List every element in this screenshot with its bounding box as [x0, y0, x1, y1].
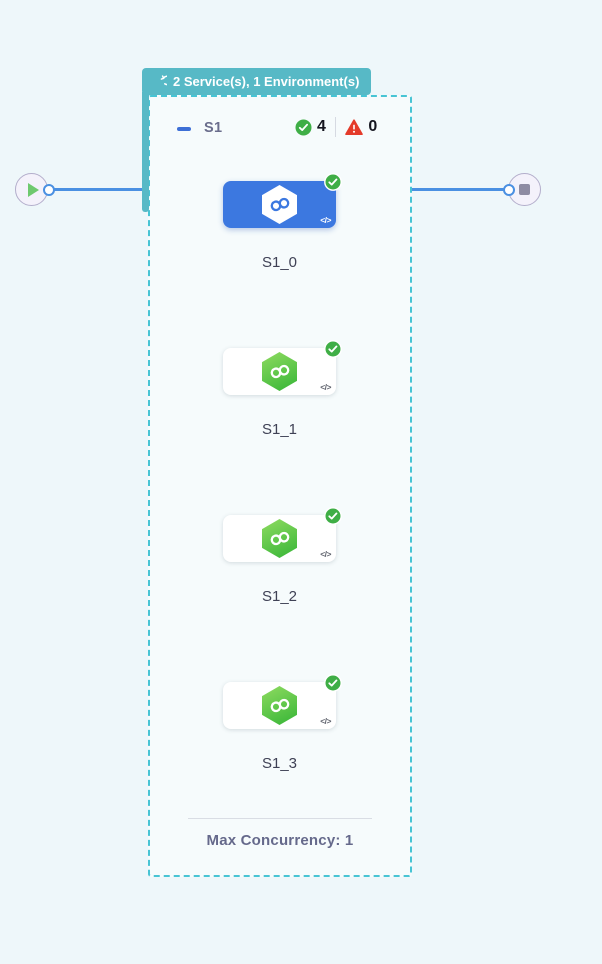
harness-service-icon	[262, 185, 297, 224]
connector-line-right	[412, 188, 506, 191]
success-count: 4	[317, 118, 326, 135]
minus-icon	[177, 127, 191, 131]
stage-accent-bar	[142, 92, 149, 212]
node-label-s1-0: S1_0	[261, 254, 298, 271]
code-icon: </>	[320, 716, 331, 726]
max-concurrency-label: Max Concurrency: 1	[206, 832, 354, 849]
stage-services-label: 2 Service(s), 1 Environment(s)	[173, 74, 360, 89]
harness-service-icon	[262, 519, 297, 558]
stop-icon	[519, 184, 530, 195]
warning-icon	[345, 118, 364, 135]
code-icon: </>	[320, 382, 331, 392]
service-node-s1-2[interactable]: </>	[223, 507, 342, 562]
success-badge-icon	[324, 173, 342, 191]
code-icon: </>	[320, 215, 331, 225]
stage-services-badge[interactable]: 2 Service(s), 1 Environment(s)	[142, 68, 372, 95]
success-badge-icon	[324, 507, 342, 525]
harness-service-icon	[262, 352, 297, 391]
harness-service-icon	[262, 686, 297, 725]
node-label-s1-1: S1_1	[261, 421, 298, 438]
success-icon	[295, 119, 312, 135]
footer-divider	[188, 818, 372, 819]
service-node-s1-0[interactable]: </>	[223, 173, 342, 228]
stage-group-container	[148, 95, 412, 877]
play-icon	[27, 182, 39, 197]
success-badge-icon	[324, 340, 342, 358]
node-label-s1-2: S1_2	[261, 588, 298, 605]
node-label-s1-3: S1_3	[261, 755, 298, 772]
collapse-stage-button[interactable]	[173, 120, 195, 138]
loop-icon	[151, 74, 167, 89]
service-node-s1-1[interactable]: </>	[223, 340, 342, 395]
end-port	[503, 184, 515, 196]
success-badge-icon	[324, 674, 342, 692]
error-count: 0	[368, 118, 378, 135]
start-port	[43, 184, 55, 196]
start-node[interactable]	[15, 173, 48, 206]
status-divider	[334, 117, 337, 137]
stage-status-summary: 4 0	[295, 117, 377, 137]
stage-name: S1	[204, 120, 223, 136]
service-node-s1-3[interactable]: </>	[223, 674, 342, 729]
connector-line-left	[49, 188, 148, 191]
code-icon: </>	[320, 549, 331, 559]
